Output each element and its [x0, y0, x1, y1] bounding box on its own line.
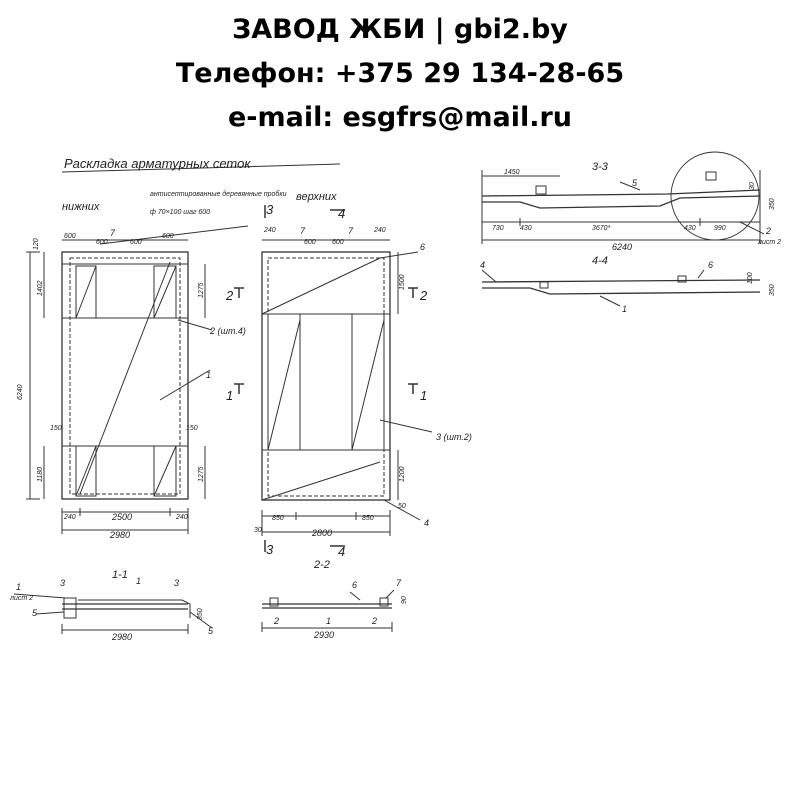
- s33-dim-430a: 430: [520, 225, 532, 232]
- left-dim-2980: 2980: [109, 530, 130, 540]
- s22-pos-1: 1: [326, 616, 331, 626]
- cut-2-left: 2: [225, 288, 234, 303]
- s22-pos-6: 6: [352, 580, 357, 590]
- s22-pos-2a: 2: [273, 616, 279, 626]
- left-dim-6240: 6240: [17, 384, 24, 400]
- header-email: e-mail: esgfrs@mail.ru: [227, 102, 573, 133]
- header-company: ЗАВОД ЖБИ | gbi2.by: [232, 14, 568, 45]
- cut-2-right: 2: [419, 288, 428, 303]
- left-dim-600a: 600: [64, 233, 76, 240]
- s11-dim-2980: 2980: [111, 632, 132, 642]
- mid-pos-7a: 7: [300, 226, 306, 236]
- s33-dim-430b: 430: [684, 225, 696, 232]
- mid-dim-850a: 850: [272, 515, 284, 522]
- section-1-1: [13, 593, 213, 634]
- s33-dim-350: 350: [769, 198, 776, 210]
- note-plugs: антисептированные деревянные пробки: [150, 190, 287, 198]
- left-dim-600b: 600: [96, 239, 108, 246]
- s44-pos-4: 4: [480, 260, 485, 270]
- s11-pos-5b: 5: [208, 626, 214, 636]
- section-1-1-title: 1-1: [112, 569, 128, 581]
- lower-mesh-label: нижних: [62, 201, 100, 213]
- section-2-2: [261, 589, 395, 632]
- left-dim-1402: 1402: [37, 280, 44, 296]
- s22-pos-7: 7: [396, 578, 402, 588]
- mid-dim-2800: 2800: [311, 528, 332, 538]
- s33-dim-1450: 1450: [504, 169, 520, 176]
- left-dim-150a: 150: [50, 425, 62, 432]
- left-dim-2500: 2500: [111, 512, 132, 522]
- mid-dim-850b: 850: [362, 515, 374, 522]
- mid-dim-1200: 1200: [399, 466, 406, 482]
- s33-pos-5: 5: [632, 178, 638, 188]
- cut-3-top: 3: [266, 202, 274, 217]
- s22-pos-2b: 2: [371, 616, 377, 626]
- lower-mesh-plan: [26, 225, 249, 534]
- upper-mesh-label: верхних: [296, 191, 337, 203]
- mid-dim-600a: 600: [304, 239, 316, 246]
- upper-mesh-plan: [234, 205, 433, 552]
- s33-dim-6240: 6240: [612, 242, 632, 252]
- s44-dim-350: 350: [769, 284, 776, 296]
- mid-dim-1500: 1500: [399, 274, 406, 290]
- section-3-3-title: 3-3: [592, 161, 609, 173]
- contact-header: ЗАВОД ЖБИ | gbi2.by Телефон: +375 29 134…: [0, 8, 800, 140]
- left-pos-2-4: 2 (шт.4): [209, 326, 246, 336]
- s33-pos-2: 2: [765, 226, 771, 236]
- s11-pos-3a: 3: [60, 578, 65, 588]
- left-dim-150b: 150: [186, 425, 198, 432]
- left-dim-1180: 1180: [37, 467, 44, 482]
- s22-dim-2930: 2930: [313, 630, 334, 640]
- mid-dim-30: 30: [254, 527, 262, 534]
- mid-dim-50: 50: [398, 503, 406, 510]
- cut-1-right: 1: [420, 388, 427, 403]
- left-pos-7: 7: [110, 228, 116, 238]
- cut-3-bottom: 3: [266, 542, 274, 557]
- left-dim-600c: 600: [130, 239, 142, 246]
- cut-4-top: 4: [338, 206, 345, 221]
- left-dim-240b: 240: [175, 514, 188, 521]
- s11-pos-3b: 3: [174, 578, 179, 588]
- cut-1-left: 1: [226, 388, 233, 403]
- mid-pos-3-2: 3 (шт.2): [436, 432, 472, 442]
- section-4-4: [481, 269, 761, 307]
- left-dim-1275b: 1275: [198, 466, 205, 482]
- cut-4-bottom: 4: [338, 544, 345, 559]
- section-2-2-title: 2-2: [313, 559, 330, 571]
- section-4-4-title: 4-4: [592, 255, 608, 267]
- mid-pos-7b: 7: [348, 226, 354, 236]
- s33-dim-3670: 3670*: [592, 225, 611, 232]
- mid-dim-600b: 600: [332, 239, 344, 246]
- s11-pos-1: 1: [16, 582, 21, 592]
- mid-dim-240: 240: [263, 227, 276, 234]
- s33-dim-730: 730: [492, 225, 504, 232]
- s44-dim-100: 100: [747, 272, 754, 284]
- mid-pos-4: 4: [424, 518, 429, 528]
- left-dim-120: 120: [33, 238, 40, 250]
- left-dim-240a: 240: [63, 514, 76, 521]
- s11-sheet: лист 2: [9, 595, 33, 602]
- s33-dim-990: 990: [714, 225, 726, 232]
- mid-dim-240b: 240: [373, 227, 386, 234]
- header-phone: Телефон: +375 29 134-28-65: [175, 58, 625, 89]
- left-dim-1275a: 1275: [198, 282, 205, 298]
- section-3-3: [481, 151, 765, 244]
- s33-dim-30: 30: [749, 182, 756, 190]
- s22-dim-90: 90: [401, 596, 408, 604]
- left-dim-600d: 600: [162, 233, 174, 240]
- mid-pos-6: 6: [420, 242, 425, 252]
- left-pos-1: 1: [206, 370, 211, 380]
- drawing-title: Раскладка арматурных сеток: [64, 156, 251, 171]
- s33-sheet: лист 2: [757, 239, 781, 246]
- s44-pos-6: 6: [708, 260, 713, 270]
- title-underline: [61, 163, 341, 173]
- note-plugs-size: ф 70×100 шаг 600: [150, 209, 210, 216]
- s11-dim-350: 350: [197, 608, 204, 620]
- s11-pos-1b: 1: [136, 576, 141, 586]
- s11-pos-5a: 5: [32, 608, 38, 618]
- s44-pos-1: 1: [622, 304, 627, 314]
